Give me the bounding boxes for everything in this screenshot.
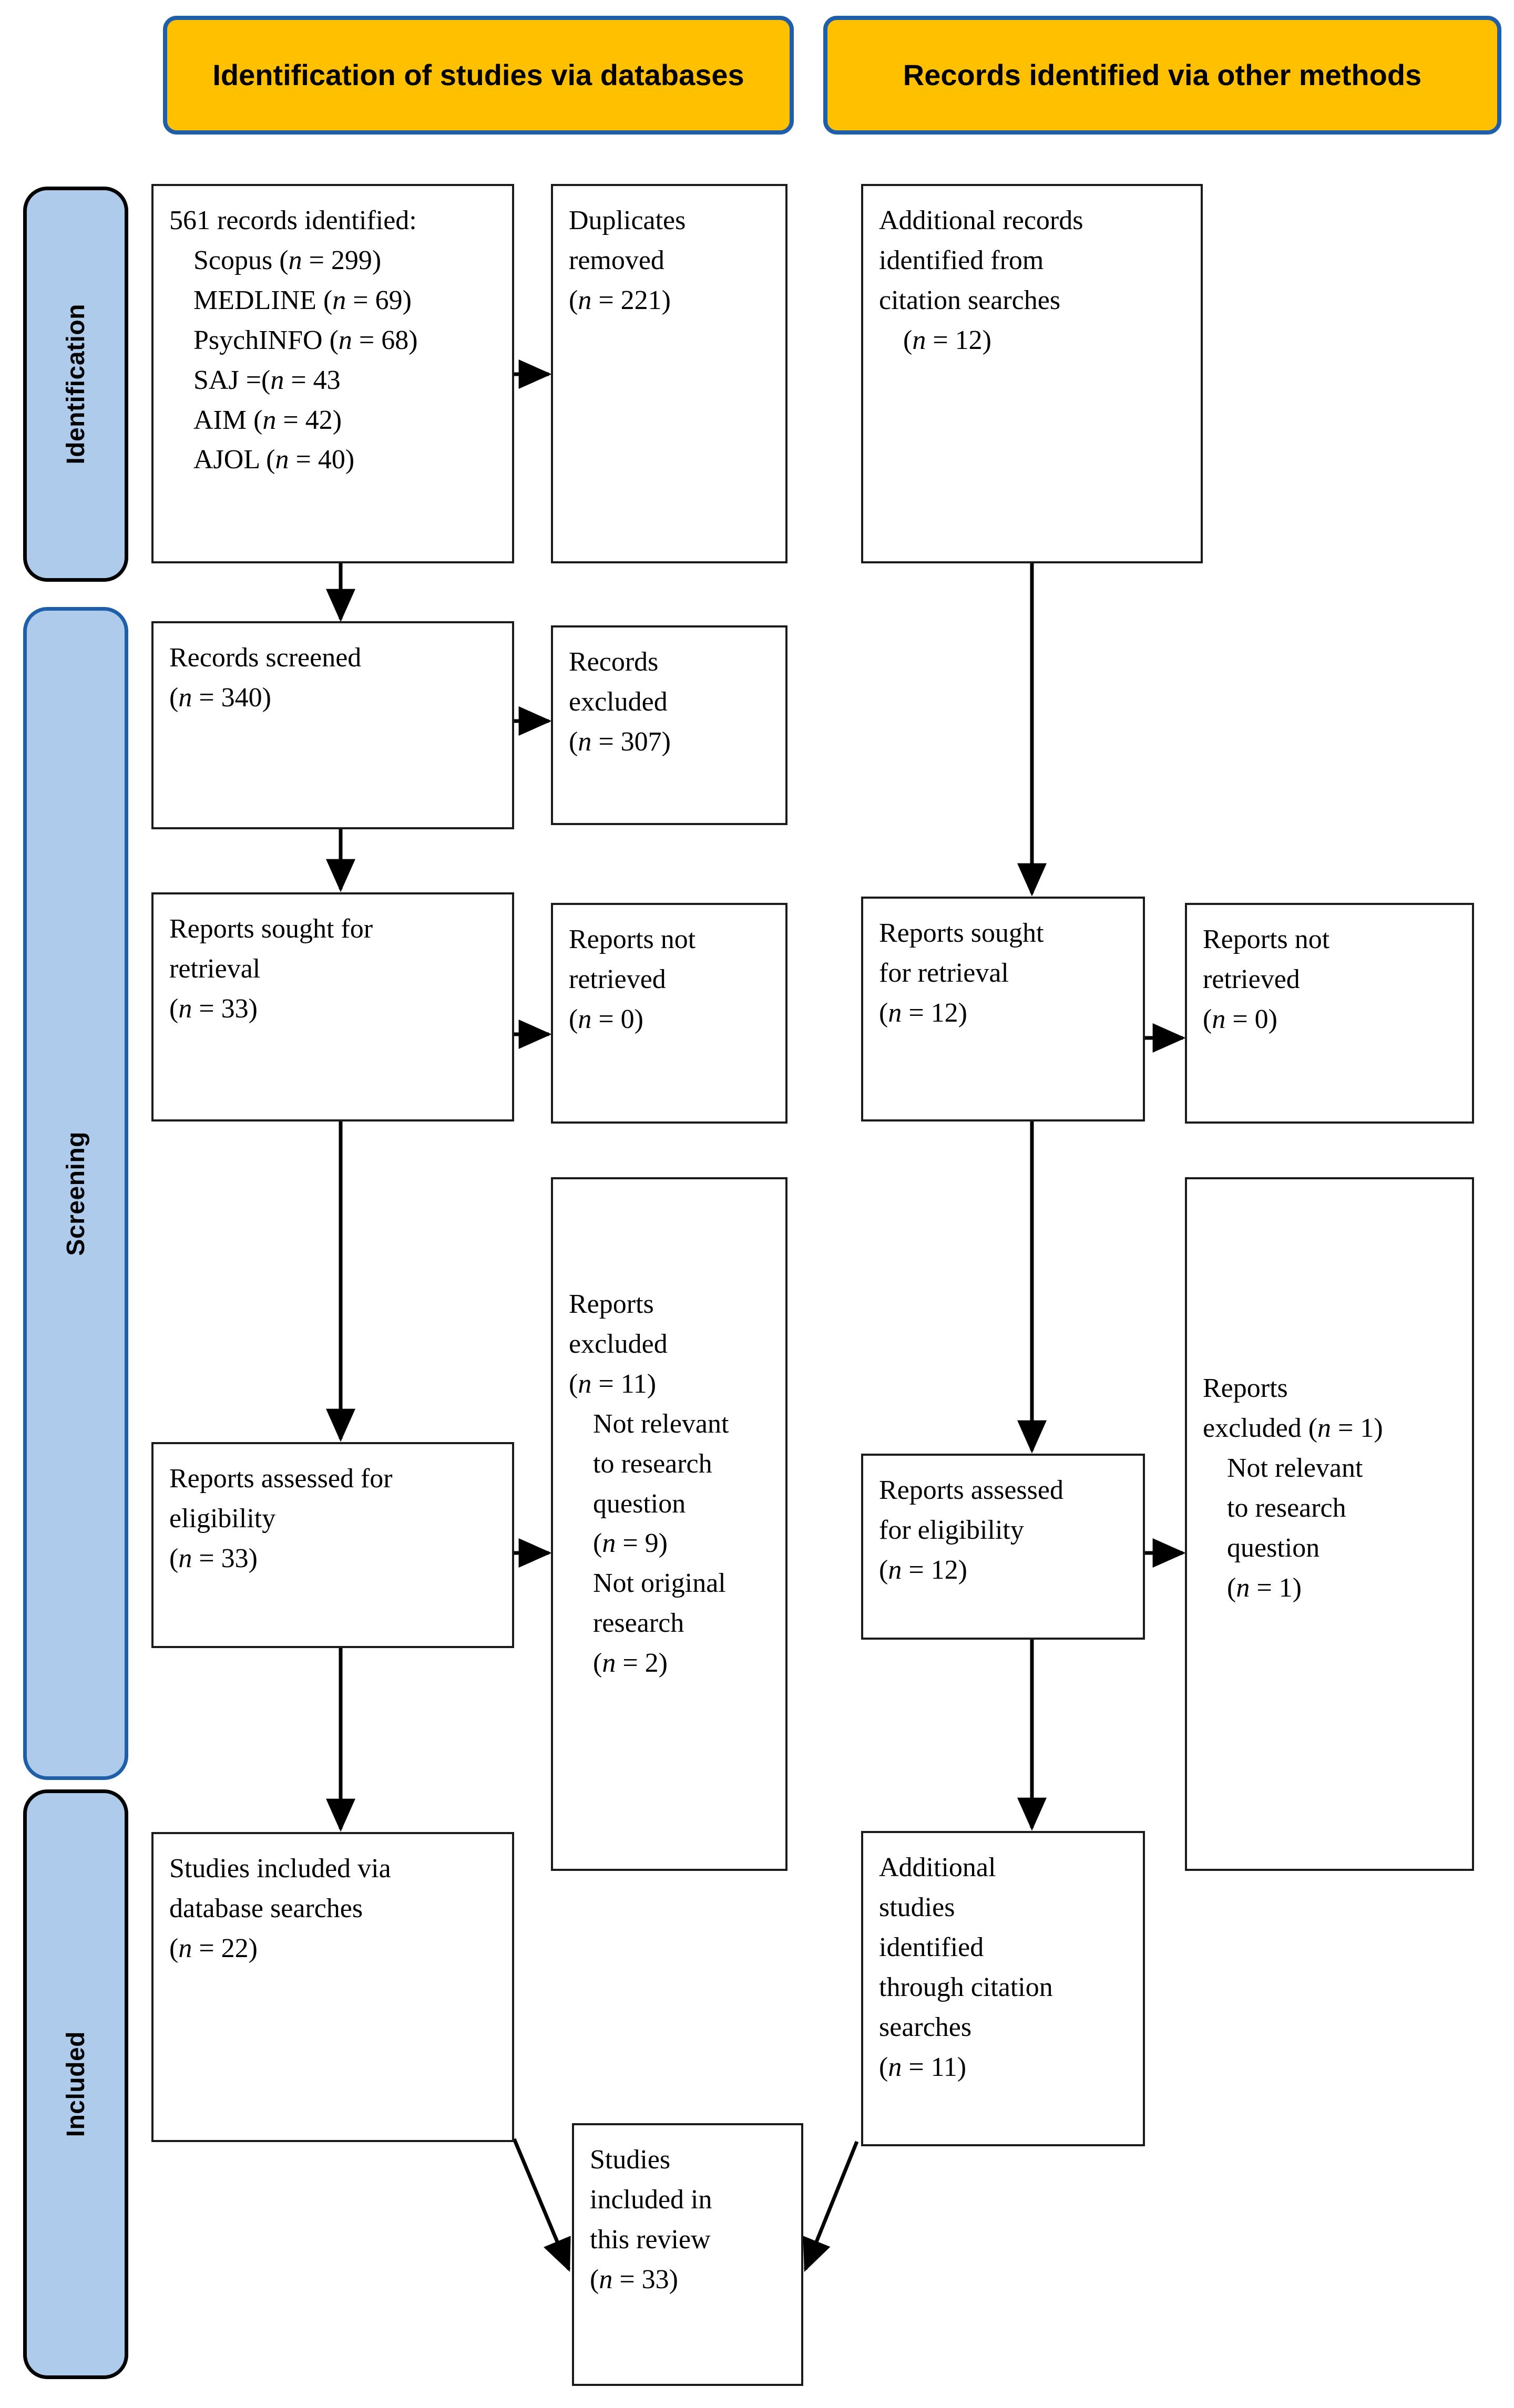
reports-not-retrieved-db-line1: Reports not	[569, 924, 696, 954]
reports-excluded-db-reason1-line3: question	[593, 1488, 686, 1519]
records-screened-line1: Records screened	[169, 643, 362, 673]
banner-databases-label: Identification of studies via databases	[212, 58, 744, 92]
reports-sought-db-line2: retrieval	[169, 953, 261, 984]
reports-excluded-other-reason1-line2: to research	[1227, 1493, 1346, 1523]
reports-assessed-other-line2: for eligibility	[879, 1515, 1024, 1545]
box-reports-sought-other: Reports sought for retrieval (n = 12)	[861, 897, 1145, 1121]
additional-studies-other-line3: identified	[879, 1932, 984, 1962]
duplicates-removed-count: (n = 221)	[569, 285, 671, 315]
box-records-screened: Records screened (n = 340)	[151, 621, 514, 829]
box-additional-records: Additional records identified from citat…	[861, 184, 1203, 563]
additional-records-count: (n = 12)	[903, 325, 991, 355]
additional-studies-other-line4: through citation	[879, 1972, 1053, 2002]
reports-assessed-db-line1: Reports assessed for	[169, 1464, 393, 1494]
records-identified-source-medline: MEDLINE (n = 69)	[193, 285, 412, 315]
reports-sought-other-count: (n = 12)	[879, 997, 967, 1028]
studies-included-review-count: (n = 33)	[590, 2264, 678, 2294]
records-screened-count: (n = 340)	[169, 682, 271, 713]
additional-studies-other-line2: studies	[879, 1892, 955, 1922]
additional-studies-other-line5: searches	[879, 2012, 972, 2042]
stage-included: Included	[23, 1789, 128, 2379]
stage-included-label: Included	[62, 2031, 90, 2137]
records-identified-title: 561 records identified:	[169, 205, 417, 235]
arrow-included-db-to-review	[512, 2138, 571, 2272]
box-reports-assessed-db: Reports assessed for eligibility (n = 33…	[151, 1442, 514, 1648]
reports-excluded-db-reason2-line1: Not original	[593, 1568, 726, 1599]
banner-other-methods: Records identified via other methods	[823, 16, 1501, 135]
additional-studies-other-line1: Additional	[879, 1853, 996, 1882]
box-records-identified: 561 records identified: Scopus (n = 299)…	[151, 184, 514, 563]
records-identified-source-aim: AIM (n = 42)	[193, 405, 342, 435]
records-excluded-line1: Records	[569, 647, 659, 677]
studies-included-db-count: (n = 22)	[169, 1933, 258, 1963]
reports-sought-other-line2: for retrieval	[879, 958, 1009, 988]
box-reports-assessed-other: Reports assessed for eligibility (n = 12…	[861, 1454, 1145, 1640]
box-studies-included-review: Studies included in this review (n = 33)	[572, 2123, 803, 2386]
reports-excluded-other-count: excluded (n = 1)	[1203, 1413, 1383, 1443]
reports-excluded-db-reason2-line2: research	[593, 1608, 684, 1639]
stage-screening-label: Screening	[62, 1131, 90, 1256]
reports-not-retrieved-other-line2: retrieved	[1203, 964, 1300, 994]
studies-included-review-line3: this review	[590, 2224, 711, 2255]
additional-studies-other-count: (n = 11)	[879, 2052, 967, 2082]
reports-excluded-db-reason1-line1: Not relevant	[593, 1408, 729, 1439]
records-excluded-line2: excluded	[569, 686, 668, 717]
reports-excluded-other-line1: Reports	[1203, 1373, 1288, 1403]
box-reports-not-retrieved-db: Reports not retrieved (n = 0)	[551, 903, 787, 1124]
reports-not-retrieved-other-line1: Reports not	[1203, 924, 1330, 954]
box-duplicates-removed: Duplicates removed (n = 221)	[551, 184, 787, 563]
reports-excluded-db-line2: excluded	[569, 1329, 668, 1359]
stage-screening: Screening	[23, 607, 128, 1780]
reports-sought-db-count: (n = 33)	[169, 993, 258, 1024]
records-excluded-count: (n = 307)	[569, 726, 671, 757]
records-identified-source-saj: SAJ =(n = 43	[193, 365, 341, 395]
reports-excluded-db-count: (n = 11)	[569, 1368, 657, 1399]
records-identified-source-psychinfo: PsychINFO (n = 68)	[193, 325, 418, 355]
records-identified-source-scopus: Scopus (n = 299)	[193, 245, 382, 275]
stage-identification: Identification	[23, 187, 128, 582]
reports-excluded-db-reason1-count: (n = 9)	[593, 1528, 668, 1559]
reports-sought-db-line1: Reports sought for	[169, 914, 373, 944]
reports-assessed-other-line1: Reports assessed	[879, 1475, 1063, 1505]
studies-included-db-line2: database searches	[169, 1893, 363, 1923]
box-reports-not-retrieved-other: Reports not retrieved (n = 0)	[1185, 903, 1474, 1124]
reports-excluded-db-reason1-line2: to research	[593, 1448, 712, 1479]
reports-excluded-other-reason1-count: (n = 1)	[1227, 1572, 1302, 1603]
duplicates-removed-line1: Duplicates	[569, 205, 686, 235]
reports-not-retrieved-db-line2: retrieved	[569, 964, 666, 994]
reports-assessed-other-count: (n = 12)	[879, 1555, 967, 1585]
box-studies-included-db: Studies included via database searches (…	[151, 1832, 514, 2142]
reports-assessed-db-count: (n = 33)	[169, 1543, 258, 1573]
reports-sought-other-line1: Reports sought	[879, 918, 1044, 948]
records-identified-source-ajol: AJOL (n = 40)	[193, 445, 355, 475]
additional-records-line1: Additional records	[879, 205, 1083, 235]
box-additional-studies-other: Additional studies identified through ci…	[861, 1831, 1145, 2146]
reports-excluded-db-reason2-count: (n = 2)	[593, 1648, 668, 1679]
additional-records-line2: identified from	[879, 245, 1044, 275]
box-reports-excluded-db: Reports excluded (n = 11) Not relevant t…	[551, 1177, 787, 1871]
reports-assessed-db-line2: eligibility	[169, 1503, 276, 1534]
studies-included-review-line2: included in	[590, 2184, 712, 2215]
additional-records-line3: citation searches	[879, 285, 1061, 315]
reports-not-retrieved-other-count: (n = 0)	[1203, 1004, 1277, 1034]
duplicates-removed-line2: removed	[569, 245, 664, 275]
banner-other-methods-label: Records identified via other methods	[903, 58, 1422, 92]
reports-excluded-db-line1: Reports	[569, 1289, 654, 1319]
studies-included-review-line1: Studies	[590, 2145, 671, 2175]
banner-identification-databases: Identification of studies via databases	[163, 16, 794, 135]
box-reports-sought-db: Reports sought for retrieval (n = 33)	[151, 892, 514, 1121]
box-records-excluded: Records excluded (n = 307)	[551, 625, 787, 825]
arrow-additional-other-to-review	[803, 2141, 859, 2272]
reports-not-retrieved-db-count: (n = 0)	[569, 1004, 643, 1034]
reports-excluded-other-reason1-line3: question	[1227, 1532, 1320, 1563]
reports-excluded-other-reason1-line1: Not relevant	[1227, 1453, 1363, 1483]
box-reports-excluded-other: Reports excluded (n = 1) Not relevant to…	[1185, 1177, 1474, 1871]
studies-included-db-line1: Studies included via	[169, 1854, 391, 1884]
stage-identification-label: Identification	[62, 304, 90, 465]
